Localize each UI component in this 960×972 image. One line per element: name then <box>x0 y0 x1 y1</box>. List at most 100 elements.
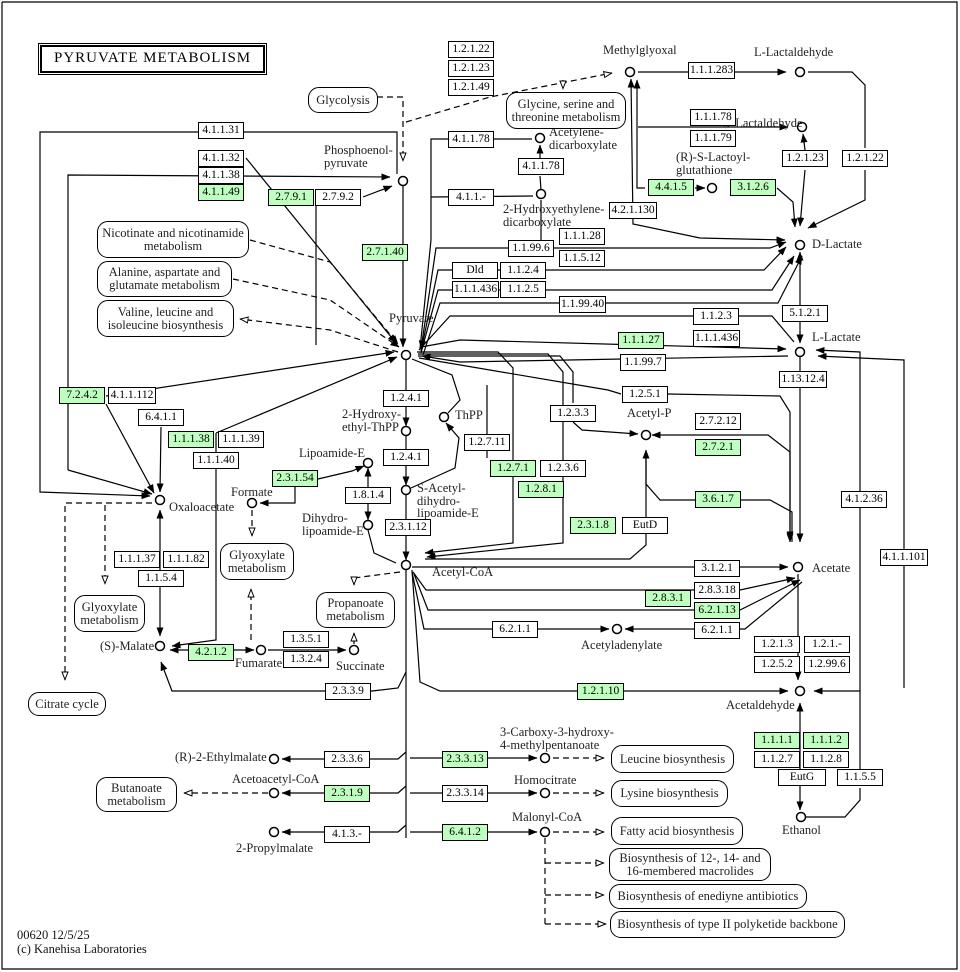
enzyme-box-1.1.5.4[interactable]: 1.1.5.4 <box>138 570 184 587</box>
enzyme-box-2.3.3.13[interactable]: 2.3.3.13 <box>442 751 488 768</box>
enzyme-box-1.2.1.-[interactable]: 1.2.1.- <box>804 636 850 653</box>
enzyme-box-2.3.1.8[interactable]: 2.3.1.8 <box>570 517 616 534</box>
enzyme-box-1.2.1.3[interactable]: 1.2.1.3 <box>754 636 800 653</box>
enzyme-box-1.2.1.49[interactable]: 1.2.1.49 <box>448 79 494 96</box>
pathway-link[interactable]: Citrate cycle <box>28 692 106 716</box>
enzyme-box-1.1.1.28[interactable]: 1.1.1.28 <box>559 228 605 245</box>
compound-node-d-lactaldehyde[interactable] <box>796 121 808 133</box>
compound-node-r-s-lactoyl-glutathione[interactable] <box>706 182 718 194</box>
enzyme-box-1.2.5.2[interactable]: 1.2.5.2 <box>754 656 800 673</box>
pathway-link[interactable]: Biosynthesis of type II polyketide backb… <box>610 911 845 938</box>
compound-node-formate[interactable] <box>246 497 258 509</box>
enzyme-box-1.3.2.4[interactable]: 1.3.2.4 <box>283 651 329 668</box>
pathway-link[interactable]: Fatty acid biosynthesis <box>611 817 743 845</box>
compound-node-acetyl-p[interactable] <box>640 429 652 441</box>
enzyme-box-1.2.8.1[interactable]: 1.2.8.1 <box>518 481 564 498</box>
enzyme-box-4.1.1.112[interactable]: 4.1.1.112 <box>108 387 156 404</box>
enzyme-box-EutD[interactable]: EutD <box>622 517 668 534</box>
enzyme-box-4.4.1.5[interactable]: 4.4.1.5 <box>648 179 694 196</box>
enzyme-box-4.2.1.2[interactable]: 4.2.1.2 <box>188 644 234 661</box>
compound-node-homocitrate[interactable] <box>539 787 551 799</box>
compound-node-acetaldehyde[interactable] <box>794 685 806 697</box>
compound-node-s-malate[interactable] <box>154 640 166 652</box>
enzyme-box-2.3.1.12[interactable]: 2.3.1.12 <box>385 519 431 536</box>
enzyme-box-6.4.1.1[interactable]: 6.4.1.1 <box>138 409 184 426</box>
enzyme-box-2.3.1.54[interactable]: 2.3.1.54 <box>272 470 318 487</box>
enzyme-box-6.2.1.1[interactable]: 6.2.1.1 <box>492 621 538 638</box>
enzyme-box-3.1.2.6[interactable]: 3.1.2.6 <box>730 179 776 196</box>
compound-node-l-lactate[interactable] <box>794 346 806 358</box>
enzyme-box-1.1.1.283[interactable]: 1.1.1.283 <box>688 62 735 79</box>
compound-node-methylglyoxal[interactable] <box>624 66 636 78</box>
enzyme-box-1.1.2.3[interactable]: 1.1.2.3 <box>693 308 739 325</box>
enzyme-box-6.4.1.2[interactable]: 6.4.1.2 <box>442 824 488 841</box>
enzyme-box-1.1.99.6[interactable]: 1.1.99.6 <box>508 240 554 257</box>
compound-node-acetyl-coa[interactable] <box>400 559 412 571</box>
compound-node-thpp[interactable] <box>438 411 450 423</box>
compound-node-2-propylmalate[interactable] <box>268 826 280 838</box>
enzyme-box-1.1.2.7[interactable]: 1.1.2.7 <box>754 751 800 768</box>
enzyme-box-1.1.1.37[interactable]: 1.1.1.37 <box>114 551 160 568</box>
compound-node-fumarate[interactable] <box>255 644 267 656</box>
enzyme-box-4.1.1.78[interactable]: 4.1.1.78 <box>448 131 494 148</box>
enzyme-box-2.3.3.9[interactable]: 2.3.3.9 <box>325 683 371 700</box>
enzyme-box-1.1.2.4[interactable]: 1.1.2.4 <box>500 262 546 279</box>
enzyme-box-4.1.1.38[interactable]: 4.1.1.38 <box>198 167 244 184</box>
enzyme-box-1.1.1.436[interactable]: 1.1.1.436 <box>452 281 499 298</box>
enzyme-box-2.3.3.6[interactable]: 2.3.3.6 <box>324 751 370 768</box>
enzyme-box-4.1.1.31[interactable]: 4.1.1.31 <box>198 122 244 139</box>
compound-node-acetyladenylate[interactable] <box>611 623 623 635</box>
compound-node-succinate[interactable] <box>348 644 360 656</box>
enzyme-box-2.7.9.1[interactable]: 2.7.9.1 <box>268 189 314 206</box>
compound-node-malonyl-coa[interactable] <box>539 826 551 838</box>
enzyme-box-1.1.2.8[interactable]: 1.1.2.8 <box>803 751 849 768</box>
enzyme-box-4.1.1.32[interactable]: 4.1.1.32 <box>198 150 244 167</box>
enzyme-box-1.2.3.6[interactable]: 1.2.3.6 <box>540 460 586 477</box>
compound-node-r-2-ethylmalate[interactable] <box>268 753 280 765</box>
enzyme-box-1.1.1.82[interactable]: 1.1.1.82 <box>163 551 209 568</box>
enzyme-box-1.13.12.4[interactable]: 1.13.12.4 <box>779 371 827 388</box>
enzyme-box-1.1.1.78[interactable]: 1.1.1.78 <box>690 109 736 126</box>
enzyme-box-1.1.1.39[interactable]: 1.1.1.39 <box>218 431 264 448</box>
enzyme-box-2.7.9.2[interactable]: 2.7.9.2 <box>315 189 361 206</box>
enzyme-box-1.1.1.27[interactable]: 1.1.1.27 <box>618 332 664 349</box>
enzyme-box-1.1.1.79[interactable]: 1.1.1.79 <box>690 130 736 147</box>
enzyme-box-2.8.3.18[interactable]: 2.8.3.18 <box>694 582 740 599</box>
enzyme-box-1.1.2.5[interactable]: 1.1.2.5 <box>500 281 546 298</box>
enzyme-box-2.7.1.40[interactable]: 2.7.1.40 <box>362 244 408 261</box>
enzyme-box-2.3.1.9[interactable]: 2.3.1.9 <box>324 785 370 802</box>
enzyme-box-1.1.1.436[interactable]: 1.1.1.436 <box>693 330 740 347</box>
enzyme-box-1.1.1.1[interactable]: 1.1.1.1 <box>754 732 800 749</box>
enzyme-box-4.1.1.-[interactable]: 4.1.1.- <box>448 189 494 206</box>
enzyme-box-2.7.2.12[interactable]: 2.7.2.12 <box>695 413 741 430</box>
enzyme-box-1.1.5.5[interactable]: 1.1.5.5 <box>837 769 883 786</box>
enzyme-box-1.2.1.23[interactable]: 1.2.1.23 <box>782 150 828 167</box>
enzyme-box-1.2.4.1[interactable]: 1.2.4.1 <box>383 390 429 407</box>
enzyme-box-1.2.5.1[interactable]: 1.2.5.1 <box>622 386 668 403</box>
enzyme-box-3.1.2.1[interactable]: 3.1.2.1 <box>694 560 740 577</box>
enzyme-box-1.1.99.40[interactable]: 1.1.99.40 <box>559 296 606 313</box>
enzyme-box-4.1.1.78[interactable]: 4.1.1.78 <box>518 158 564 175</box>
enzyme-box-1.2.4.1[interactable]: 1.2.4.1 <box>383 449 429 466</box>
compound-node-pyruvate[interactable] <box>400 349 412 361</box>
enzyme-box-4.1.1.49[interactable]: 4.1.1.49 <box>198 184 244 201</box>
pathway-link[interactable]: Lysine biosynthesis <box>611 780 728 807</box>
enzyme-box-1.2.7.11[interactable]: 1.2.7.11 <box>464 434 510 451</box>
enzyme-box-1.2.7.1[interactable]: 1.2.7.1 <box>490 460 536 477</box>
pathway-link[interactable]: Leucine biosynthesis <box>611 745 734 773</box>
enzyme-box-1.8.1.4[interactable]: 1.8.1.4 <box>345 487 391 504</box>
enzyme-box-4.1.3.-[interactable]: 4.1.3.- <box>324 826 370 843</box>
enzyme-box-2.8.3.1[interactable]: 2.8.3.1 <box>645 590 691 607</box>
compound-node-l-lactaldehyde[interactable] <box>794 66 806 78</box>
pathway-link[interactable]: Biosynthesis of enediyne antibiotics <box>609 884 807 909</box>
enzyme-box-1.1.1.40[interactable]: 1.1.1.40 <box>193 452 239 469</box>
enzyme-box-2.3.3.14[interactable]: 2.3.3.14 <box>442 785 488 802</box>
enzyme-box-1.2.3.3[interactable]: 1.2.3.3 <box>550 405 596 422</box>
